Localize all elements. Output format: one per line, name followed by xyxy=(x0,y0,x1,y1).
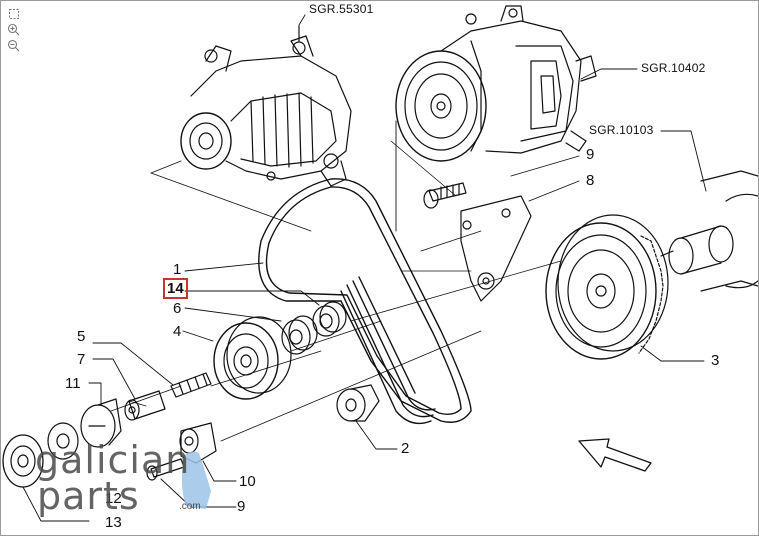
callout-14[interactable]: 14 xyxy=(163,278,188,299)
callout-2[interactable]: 2 xyxy=(401,440,410,457)
callout-1[interactable]: 1 xyxy=(173,261,182,278)
watermark-line2: parts xyxy=(37,474,140,518)
crankshaft-pulley xyxy=(545,214,669,360)
stud-5 xyxy=(170,372,212,398)
bracket xyxy=(460,195,532,302)
callout-7[interactable]: 7 xyxy=(77,351,86,368)
washer-12 xyxy=(47,422,79,460)
zoom-out-icon[interactable] xyxy=(6,39,21,52)
callout-10[interactable]: 10 xyxy=(239,473,256,490)
ref-pump[interactable]: SGR.10402 xyxy=(641,61,706,75)
drive-belts xyxy=(258,178,472,425)
zoom-in-icon[interactable] xyxy=(6,23,21,36)
pump-assembly xyxy=(395,5,597,232)
callout-6[interactable]: 6 xyxy=(173,300,182,317)
leader-lines xyxy=(22,14,707,522)
tensioner-pulley xyxy=(213,316,292,400)
sleeve-7 xyxy=(124,390,166,421)
rotation-direction-arrow xyxy=(578,438,652,472)
alternator xyxy=(150,25,352,187)
ref-alternator[interactable]: SGR.55301 xyxy=(309,2,374,16)
callout-8[interactable]: 8 xyxy=(586,172,595,189)
reset-view-icon[interactable] xyxy=(6,7,21,20)
bushing-14 xyxy=(312,301,347,337)
spacer-2 xyxy=(336,384,380,422)
callout-3[interactable]: 3 xyxy=(711,352,720,369)
alignment-lines xyxy=(110,140,562,442)
callout-9-bottom[interactable]: 9 xyxy=(237,498,246,515)
watermark-line1: galician xyxy=(35,438,191,482)
watermark-suffix: .com xyxy=(179,501,201,512)
bracket-bolt xyxy=(423,182,467,209)
callout-9-top[interactable]: 9 xyxy=(586,146,595,163)
callout-12[interactable]: 12 xyxy=(105,490,122,507)
ref-crankshaft[interactable]: SGR.10103 xyxy=(589,123,654,137)
watermark-figure xyxy=(181,451,211,509)
callout-4[interactable]: 4 xyxy=(173,323,182,340)
spacer-6 xyxy=(281,315,318,355)
crankshaft xyxy=(660,170,758,292)
callout-13[interactable]: 13 xyxy=(105,514,122,531)
adjuster-10 xyxy=(179,422,217,464)
callout-11[interactable]: 11 xyxy=(65,375,81,392)
cover-11 xyxy=(80,398,122,448)
callout-5[interactable]: 5 xyxy=(77,328,86,345)
